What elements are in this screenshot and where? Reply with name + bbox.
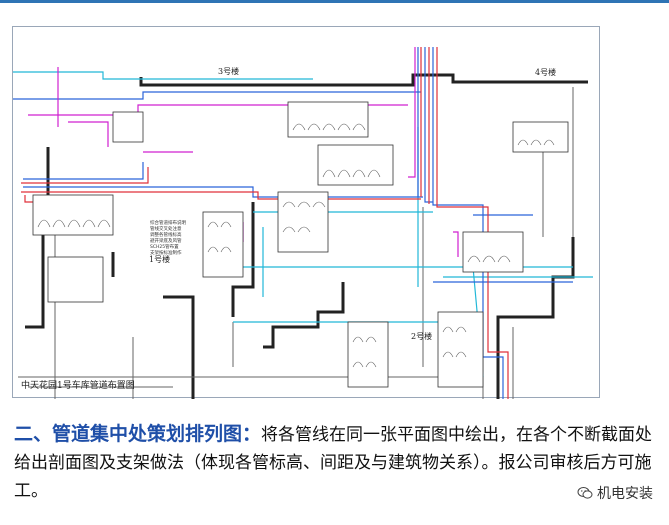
building-label-3: 3号楼 bbox=[218, 66, 239, 76]
svg-text:避开梁底及风管: 避开梁底及风管 bbox=[150, 237, 182, 244]
magenta-pipes bbox=[28, 47, 459, 257]
pipe-layout-drawing: 3号楼 4号楼 1号楼 2号楼 综合管道排布说明 管线交叉处注意 调整各管线标高… bbox=[12, 26, 600, 399]
wechat-icon bbox=[577, 487, 593, 499]
source-watermark: 机电安装 bbox=[577, 483, 653, 503]
drawing-caption: 中天花园1号车库管道布置图 bbox=[21, 381, 135, 391]
wall-outline bbox=[25, 73, 588, 399]
building-label-1: 1号楼 bbox=[149, 254, 170, 264]
red-pipes bbox=[21, 47, 509, 399]
section-arches bbox=[37, 123, 555, 368]
section-heading: 二、管道集中处策划排列图： bbox=[14, 423, 262, 445]
svg-text:支架按标准制作: 支架按标准制作 bbox=[150, 249, 182, 256]
svg-text:SCH25管布置: SCH25管布置 bbox=[150, 243, 179, 250]
annotation-notes: 综合管道排布说明 管线交叉处注意 调整各管线标高 避开梁底及风管 SCH25管布… bbox=[150, 219, 186, 256]
description-paragraph: 二、管道集中处策划排列图：将各管线在同一张平面图中绘出，在各个不断截面处给出剖面… bbox=[14, 420, 654, 505]
building-label-2: 2号楼 bbox=[411, 331, 432, 341]
svg-text:管线交叉处注意: 管线交叉处注意 bbox=[150, 225, 182, 232]
watermark-label: 机电安装 bbox=[597, 486, 653, 502]
drawing-canvas: 3号楼 4号楼 1号楼 2号楼 综合管道排布说明 管线交叉处注意 调整各管线标高… bbox=[13, 47, 593, 399]
section-details bbox=[32, 101, 569, 388]
building-label-4: 4号楼 bbox=[535, 67, 556, 77]
svg-text:综合管道排布说明: 综合管道排布说明 bbox=[150, 219, 186, 226]
top-accent-rule bbox=[0, 0, 669, 3]
svg-text:调整各管线标高: 调整各管线标高 bbox=[150, 231, 182, 238]
section-body: 将各管线在同一张平面图中绘出，在各个不断截面处给出剖面图及支架做法（体现各管标高… bbox=[14, 425, 653, 501]
